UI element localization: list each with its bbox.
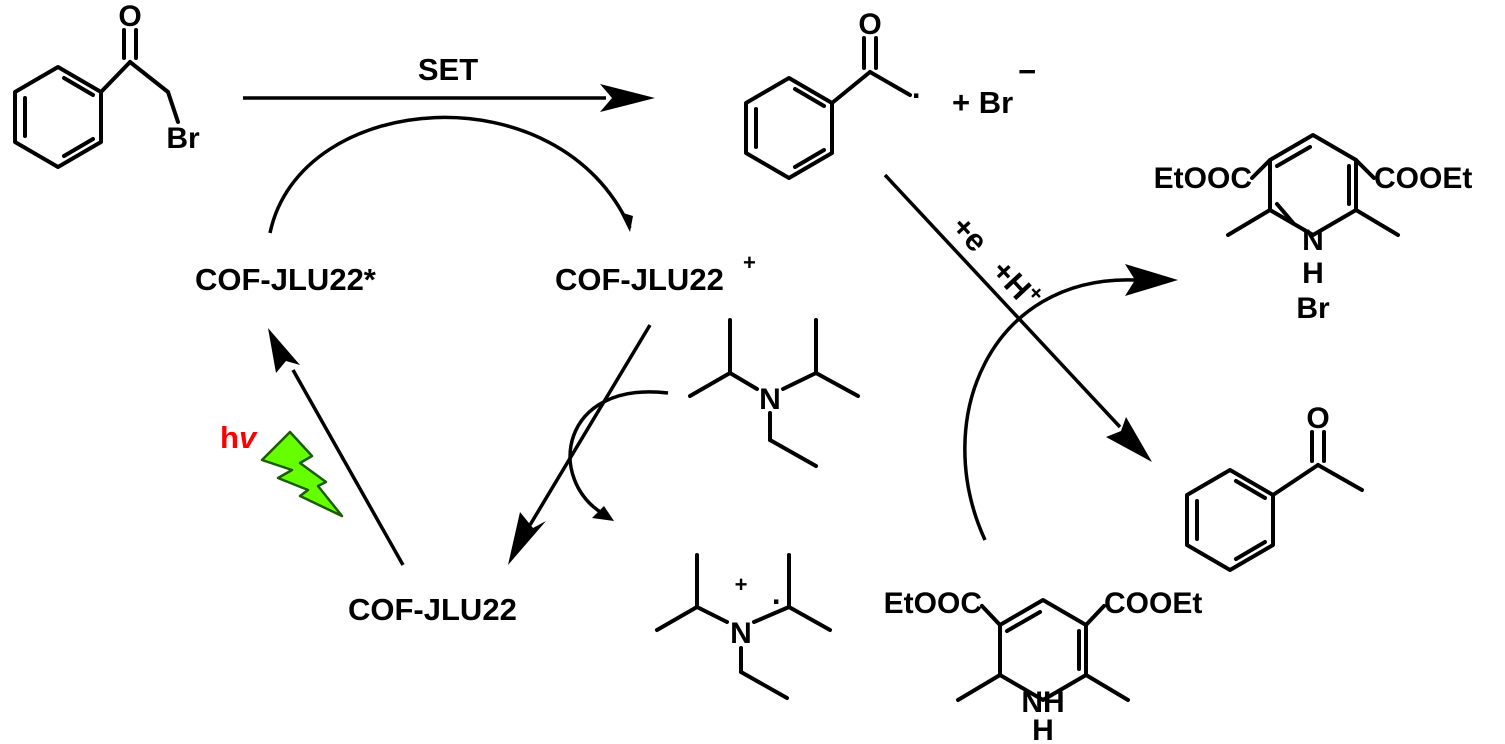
dipea-radical-cation-structure: N + · [655,553,832,700]
excitation-arrow-head [268,328,300,373]
hantzsch-ester-structure: EtOOC COOEt NH H [884,587,1203,744]
atom-O: O [858,8,881,41]
dipea-structure: N [688,318,860,468]
hv-label: hv [220,420,258,455]
lightning-icon [260,430,344,518]
benzoyl-radical-structure: O · [744,8,922,180]
atom-NH: NH [1021,686,1064,719]
reduction-arrow [528,324,652,526]
bromide-charge: − [1018,54,1036,89]
excitation-arrow [291,369,405,566]
cycle-top-arc [268,115,632,234]
ester-right: COOEt [1374,162,1472,195]
ester-right: COOEt [1104,587,1202,620]
plus-h-label: +H+ [985,250,1050,316]
atom-Br: Br [1296,292,1330,325]
cof-excited-label: COF-JLU22* [195,262,377,297]
atom-O: O [1306,402,1329,435]
pyridinium-bromide-structure: EtOOC COOEt N H Br [1154,133,1472,325]
ester-left: EtOOC [884,587,982,620]
acyl-radical-dot: · [912,78,922,113]
cof-ground-label: COF-JLU22 [348,592,517,627]
reduction-arrow-head [508,512,546,565]
acetophenone-structure: O [1185,402,1364,572]
atom-N: N [759,383,781,416]
atom-O: O [118,0,141,33]
atom-N: N [1302,224,1324,257]
cycle-top-arc-head [620,212,633,232]
radical-cation-charge: + [735,572,748,597]
atom-H: H [1302,257,1324,290]
hantzsch-oxidation-arrow [963,278,1136,541]
hydrogenation-arrow [883,173,1122,429]
ester-left: EtOOC [1154,162,1252,195]
hantzsch-oxidation-arrow-head [1125,264,1178,296]
bromoacetophenone-structure: O Br [13,0,200,169]
set-label: SET [418,52,478,87]
atom-Br: Br [166,122,200,155]
cof-cation-label: COF-JLU22 [555,262,724,297]
bromide-label: + Br [952,85,1013,120]
radical-dot: · [772,584,782,619]
atom-N: N [730,617,752,650]
hydrogenation-arrow-head [1106,417,1152,462]
cof-cation-charge: + [743,250,756,275]
dipea-oxidation-arrow-head [592,506,614,521]
dipea-oxidation-arrow [568,390,669,517]
plus-e-label: +e [945,209,995,259]
atom-H: H [1032,714,1054,744]
set-arrow-head [600,84,655,112]
